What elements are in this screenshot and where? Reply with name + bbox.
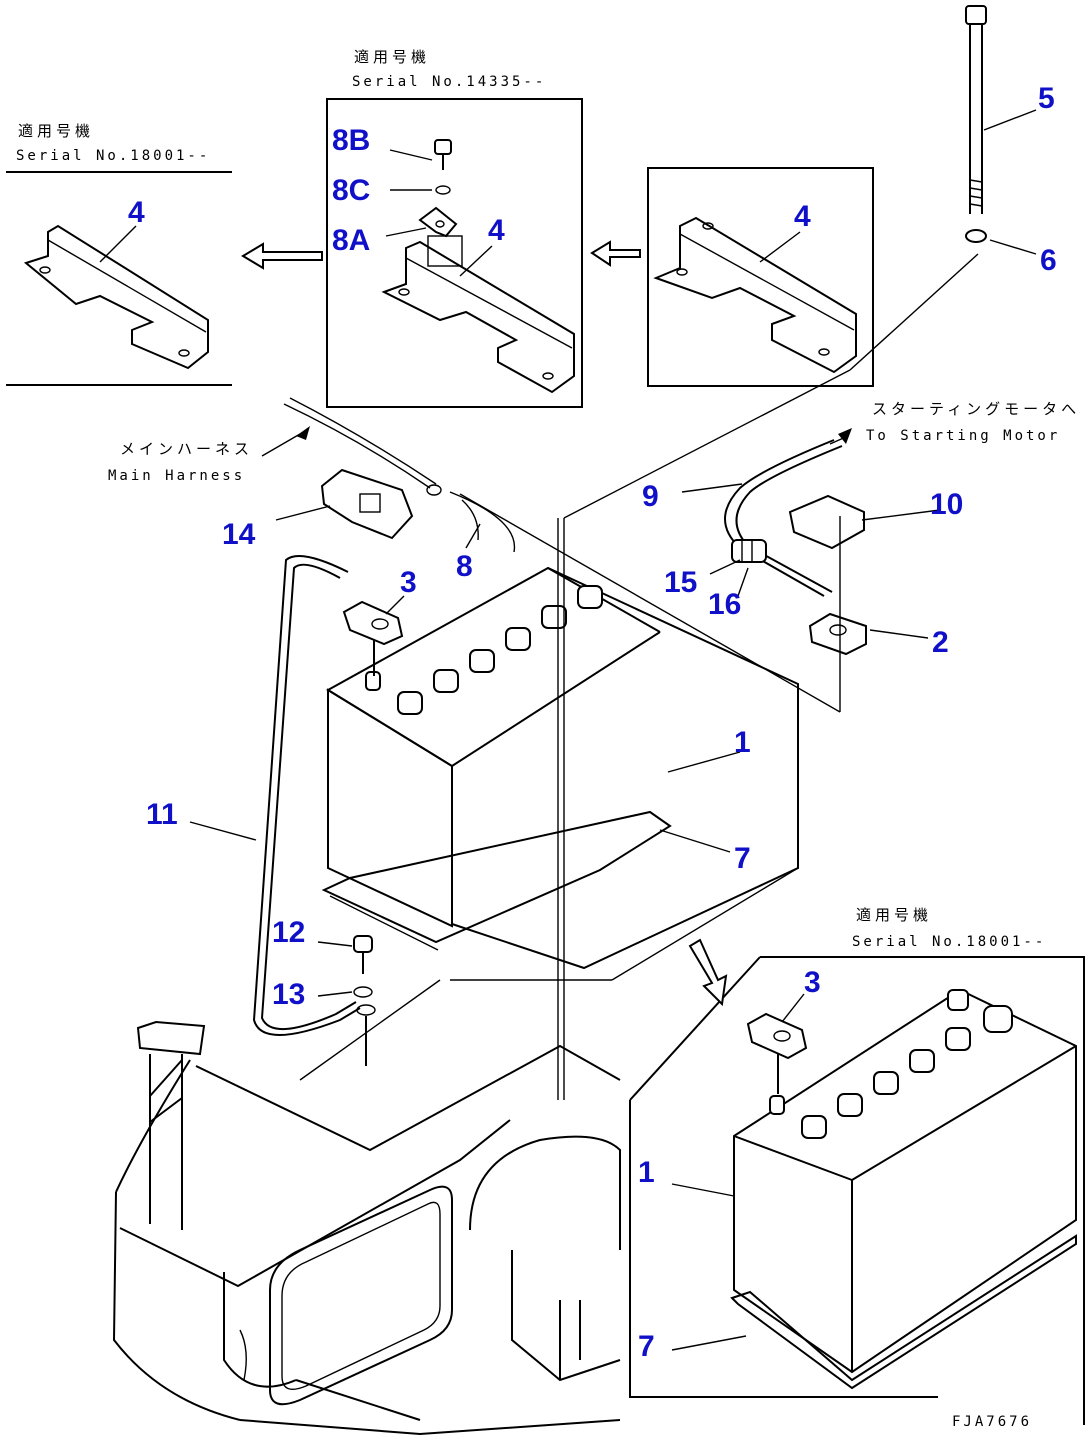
bracket-right: [653, 216, 857, 374]
bolt-8b: [434, 139, 452, 170]
label-11: 11: [146, 798, 178, 831]
cable-11: [252, 555, 361, 1036]
terminal-3-inset: [746, 1012, 808, 1094]
battery-caps-main: [365, 585, 603, 715]
cable-9: [724, 439, 843, 597]
note-main-harness-jp: メインハーネス: [120, 440, 253, 458]
nut-6: [965, 229, 987, 243]
bracket-left: [23, 224, 209, 370]
applicable-serial-notes: 適用号機 Serial No.14335-- 適用号機 Serial No.18…: [16, 48, 1080, 1430]
note-arrows: [296, 426, 852, 444]
washer-8c: [435, 185, 451, 195]
label-8a: 8A: [332, 224, 370, 257]
inset-box-bottom: [629, 956, 1085, 1425]
cover-10: [788, 494, 865, 550]
note-jp-top: 適用号機: [354, 48, 430, 66]
battery-tray-inset: [730, 1234, 1077, 1390]
label-1: 1: [734, 726, 751, 759]
note-jp-inset: 適用号機: [856, 906, 932, 924]
label-16: 16: [708, 588, 741, 621]
figure-id: FJA7676: [952, 1414, 1032, 1430]
note-serial-top: Serial No.14335--: [352, 74, 546, 90]
note-starting-motor-jp: スターティングモータへ: [872, 400, 1080, 418]
label-4-top: 4: [488, 214, 505, 247]
label-4-right: 4: [794, 200, 811, 233]
label-leaders: [99, 109, 1037, 1351]
label-14: 14: [222, 518, 256, 551]
rod-5: [965, 5, 987, 214]
note-serial-inset: Serial No.18001--: [852, 934, 1046, 950]
terminal-2: [808, 612, 867, 656]
label-8c: 8C: [332, 174, 370, 207]
note-jp-left: 適用号機: [18, 122, 94, 140]
chassis-frame: [112, 979, 621, 1436]
leader-lines: [450, 253, 979, 1100]
bracket-top: [381, 235, 575, 394]
arrow-mid: [590, 240, 641, 267]
relay-14: [320, 468, 414, 540]
label-7-inset: 7: [638, 1330, 655, 1363]
battery-tray-main: [321, 810, 672, 951]
battery-inset: [733, 988, 1077, 1374]
label-8b: 8B: [332, 124, 370, 157]
label-1-inset: 1: [638, 1156, 655, 1189]
clamp-8a: [418, 206, 458, 238]
washer-13: [353, 986, 376, 1066]
label-13: 13: [272, 978, 305, 1011]
detail-box-top: [326, 98, 583, 408]
note-serial-left: Serial No.18001--: [16, 148, 210, 164]
detail-box-left: [6, 171, 232, 386]
label-10: 10: [930, 488, 963, 521]
label-8: 8: [456, 550, 473, 583]
label-3: 3: [400, 566, 417, 599]
part-labels: 8B 8C 8A 4 4 4 5 6 9 10 14 8 3 15 16 2 1…: [128, 82, 1057, 1363]
label-5: 5: [1038, 82, 1055, 115]
label-7: 7: [734, 842, 751, 875]
note-starting-motor-en: To Starting Motor: [866, 428, 1060, 444]
label-15: 15: [664, 566, 697, 599]
label-4-left: 4: [128, 196, 145, 229]
bolt-12: [353, 935, 373, 974]
arrow-down-inset: [688, 938, 728, 1007]
terminal-3: [342, 600, 404, 676]
label-3-inset: 3: [804, 966, 821, 999]
label-9: 9: [642, 480, 659, 513]
label-12: 12: [272, 916, 305, 949]
detail-box-right: [647, 167, 874, 387]
note-main-harness-en: Main Harness: [108, 468, 245, 484]
harness-main: [283, 397, 516, 553]
label-2: 2: [932, 626, 949, 659]
label-6: 6: [1040, 244, 1057, 277]
arrow-left: [241, 242, 323, 270]
